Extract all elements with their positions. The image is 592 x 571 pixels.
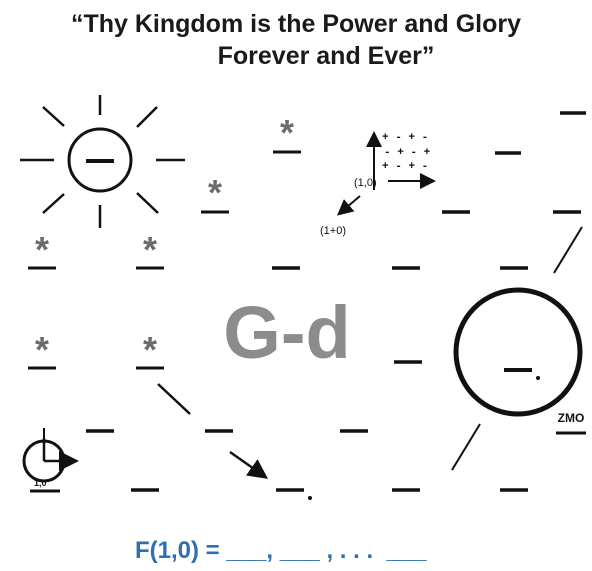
arrow-line	[229, 450, 269, 479]
diagonal-line	[553, 226, 583, 274]
large-circle	[453, 287, 583, 417]
minus-signs	[86, 111, 586, 500]
star-icon: *	[273, 112, 301, 154]
sun-icon	[20, 95, 185, 228]
svg-text:*: *	[143, 329, 157, 370]
grid-row-1: + - + -	[382, 132, 428, 144]
svg-text:*: *	[208, 172, 222, 213]
svg-text:*: *	[280, 112, 294, 153]
clock-label: 1,0	[34, 478, 47, 488]
center-label: G-d	[223, 291, 350, 374]
star-icon: *	[28, 229, 56, 270]
svg-text:*: *	[35, 229, 49, 270]
vector-label-right: (1,0)	[354, 177, 377, 189]
star-icon: *	[136, 229, 164, 270]
grid-row-2: - + - +	[384, 147, 431, 159]
star-icon: *	[201, 172, 229, 214]
diagonal-line	[451, 423, 481, 471]
vector-axes: + - + - - + - + + - + - (1,0) (1+0)	[320, 131, 436, 237]
clock-icon: 1,0	[22, 428, 79, 493]
grid-row-3: + - + -	[382, 161, 428, 173]
svg-text:*: *	[35, 329, 49, 370]
formula-text: F(1,0) = ___, ___ , . . . ___	[135, 537, 427, 564]
vector-label-down: (1+0)	[320, 225, 346, 237]
zmo-label: ZMO	[558, 411, 585, 425]
title-line-1: “Thy Kingdom is the Power and Glory	[70, 10, 522, 38]
star-icon: *	[28, 329, 56, 370]
star-icon: *	[136, 329, 164, 370]
diagonal-line	[157, 383, 191, 415]
svg-text:*: *	[143, 229, 157, 270]
title-line-2: Forever and Ever”	[217, 42, 435, 70]
